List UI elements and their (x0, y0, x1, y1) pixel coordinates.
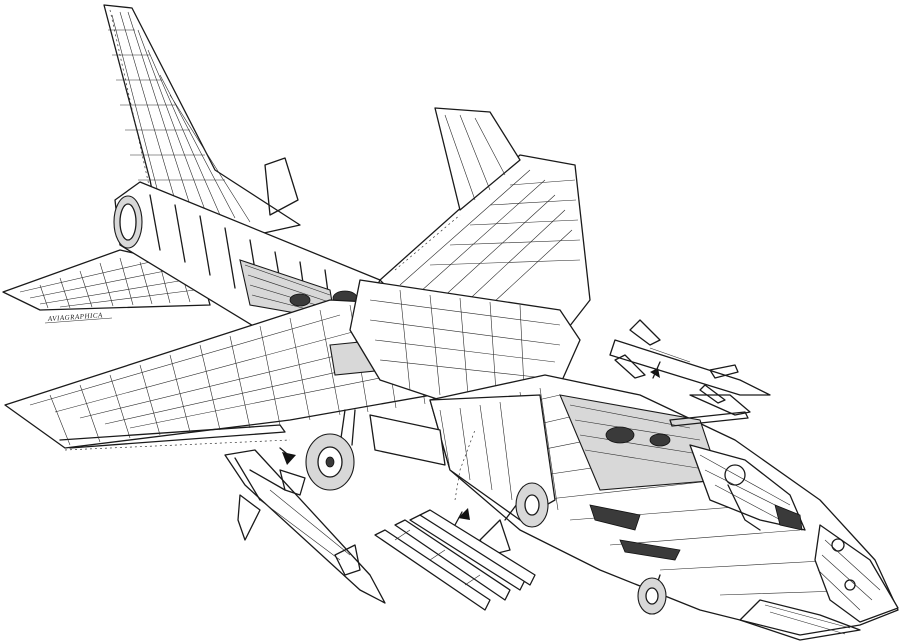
main-landing-gear (305, 409, 446, 491)
rear-fuselage-engine (113, 181, 381, 331)
air-to-air-missile (609, 319, 771, 416)
nose-landing-gear (637, 574, 667, 615)
artist-signature: AVIAGRAPHICA (47, 311, 104, 323)
bomb-store (224, 449, 386, 604)
rocket-pods (374, 509, 536, 611)
cockpit-canopy (689, 444, 806, 531)
gun-barrel (669, 411, 749, 427)
store-arrows (279, 361, 661, 526)
nose-cone (814, 524, 899, 623)
center-landing-gear (479, 482, 549, 556)
vertical-fin (103, 4, 301, 236)
